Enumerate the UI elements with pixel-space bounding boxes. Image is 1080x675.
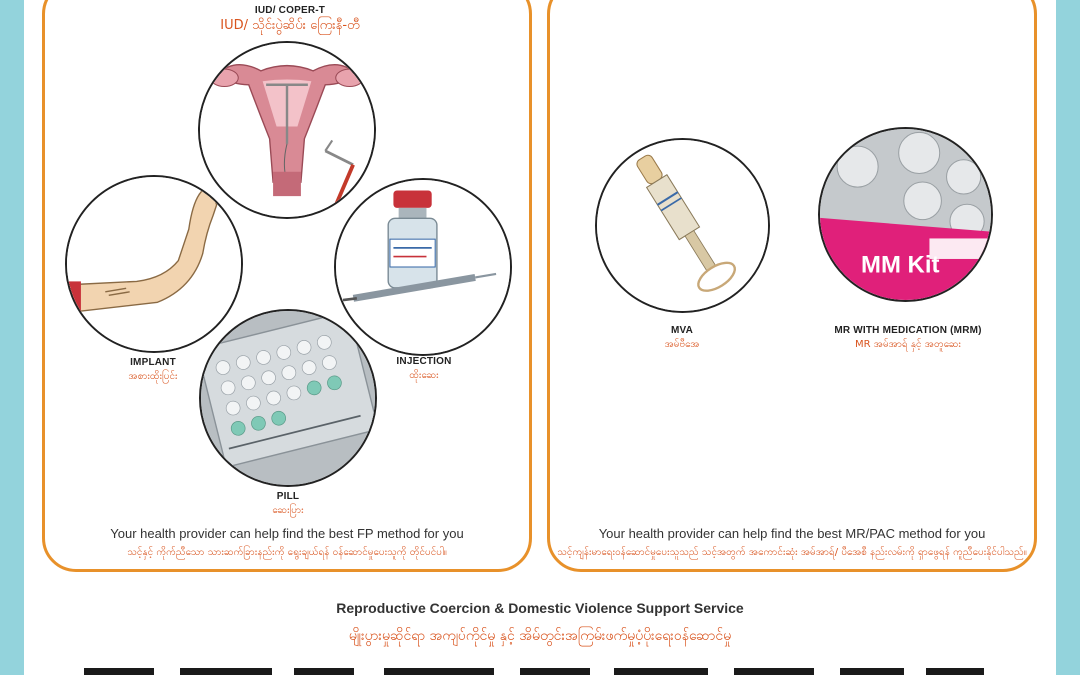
cropped-text-line xyxy=(84,664,984,675)
mr-note-my: သင့်ကျန်းမာရေးဝန်ဆောင်မှုပေးသူသည် သင့်အတ… xyxy=(557,547,1027,558)
implant-label: IMPLANT အစားထိုးပြင်း xyxy=(93,357,213,384)
mrm-label-my: MR အမ်အာရ် နှင့် အတူဆေး xyxy=(855,339,961,350)
mrm-label-en: MR WITH MEDICATION (MRM) xyxy=(834,325,982,336)
fp-note-my: သင့်နှင့် ကိုက်ညီသော သားဆက်ခြားနည်းကို ရ… xyxy=(127,547,447,558)
uterus-iud-icon xyxy=(198,41,376,219)
implant-label-en: IMPLANT xyxy=(130,357,176,368)
fp-provider-note: Your health provider can help find the b… xyxy=(45,526,529,560)
pill-label: PILL ဆေးပြား xyxy=(228,491,348,518)
pill-label-en: PILL xyxy=(276,491,300,502)
pill-pack-icon xyxy=(199,309,377,487)
mva-label-en: MVA xyxy=(670,325,694,336)
vial-syringe-icon xyxy=(334,178,512,356)
mva-syringe-icon xyxy=(595,138,770,313)
fp-methods-panel: IUD/ COPER-T IUD/ သိုင်းပွဲဆိပ်း ကြေးနီ-… xyxy=(42,0,532,572)
mm-kit-icon: MM Kit xyxy=(818,127,993,302)
left-border-band xyxy=(0,0,24,675)
implant-label-my: အစားထိုးပြင်း xyxy=(128,371,178,382)
iud-label: IUD/ COPER-T IUD/ သိုင်းပွဲဆိပ်း ကြေးနီ-… xyxy=(195,5,385,36)
mr-note-en: Your health provider can help find the b… xyxy=(598,526,986,541)
mrm-label: MR WITH MEDICATION (MRM) MR အမ်အာရ် နှင့… xyxy=(808,325,1008,352)
arm-implant-icon xyxy=(65,175,243,353)
right-border-band xyxy=(1056,0,1080,675)
injection-label: INJECTION ထိုးဆေး xyxy=(369,356,479,383)
iud-label-my: IUD/ သိုင်းပွဲဆိပ်း ကြေးနီ-တီ xyxy=(220,18,360,33)
injection-label-en: INJECTION xyxy=(396,356,452,367)
fp-note-en: Your health provider can help find the b… xyxy=(110,526,464,541)
service-title: Reproductive Coercion & Domestic Violenc… xyxy=(336,600,744,616)
mva-label: MVA အမ်ဗီအေ xyxy=(612,325,752,352)
service-title-my: မျိုးပွားမှုဆိုင်ရာ အကျပ်ကိုင်မှု နှင့် … xyxy=(348,628,732,644)
injection-label-my: ထိုးဆေး xyxy=(409,370,439,381)
mm-kit-text: MM Kit xyxy=(861,252,939,279)
pill-label-my: ဆေးပြား xyxy=(272,505,304,516)
mr-methods-panel: MM Kit MVA အမ်ဗီအေ MR WITH MEDICATION (M… xyxy=(547,0,1037,572)
mva-label-my: အမ်ဗီအေ xyxy=(664,339,700,350)
iud-label-en: IUD/ COPER-T xyxy=(254,5,326,16)
mr-provider-note: Your health provider can help find the b… xyxy=(550,526,1034,560)
